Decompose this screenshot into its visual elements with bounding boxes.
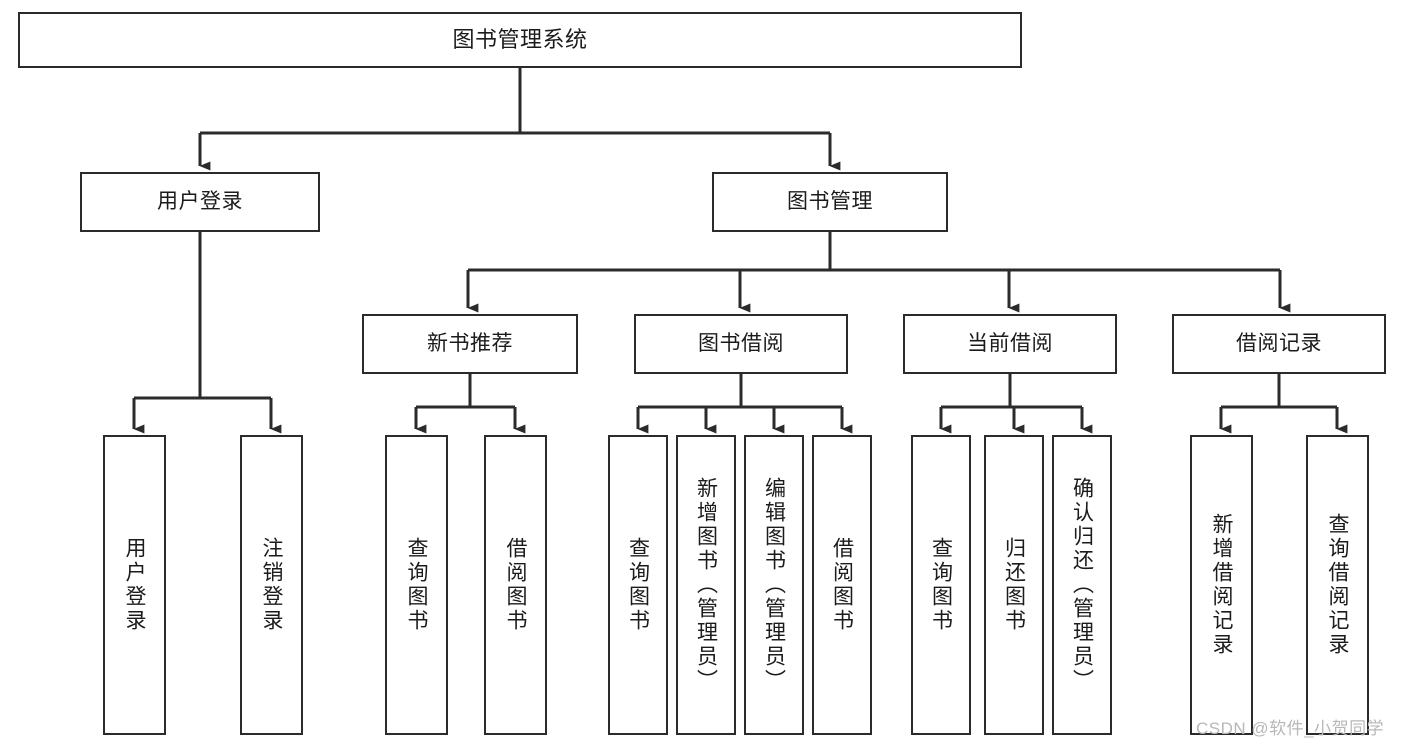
node-leaf-rec-query-book[interactable]: 查询图书 (385, 435, 448, 735)
node-leaf-rec-query-record[interactable]: 查询借阅记录 (1306, 435, 1369, 735)
node-leaf-borrow-query-book[interactable]: 查询图书 (608, 435, 668, 735)
node-leaf-user-login-label: 用户登录 (123, 537, 146, 633)
node-leaf-borrow-edit-book-label: 编辑图书（管理员） (762, 477, 786, 693)
edge-bookmanage-to-level2 (466, 232, 1291, 313)
node-new-book-rec[interactable]: 新书推荐 (362, 314, 578, 374)
node-book-manage-label: 图书管理 (787, 189, 873, 213)
edge-newbookrec-to-leaves (414, 374, 526, 434)
node-leaf-user-logout[interactable]: 注销登录 (240, 435, 303, 735)
node-leaf-rec-add-record-label: 新增借阅记录 (1210, 513, 1233, 657)
node-root[interactable]: 图书管理系统 (18, 12, 1022, 68)
edge-bookborrow-to-leaves (636, 374, 853, 434)
node-leaf-user-logout-label: 注销登录 (260, 537, 283, 633)
edge-borrowrecord-to-leaves (1219, 374, 1348, 434)
node-book-borrow[interactable]: 图书借阅 (634, 314, 848, 374)
node-book-borrow-label: 图书借阅 (698, 331, 784, 355)
node-leaf-cur-return-book[interactable]: 归还图书 (984, 435, 1044, 735)
node-current-borrow-label: 当前借阅 (967, 331, 1053, 355)
node-leaf-cur-confirm-return[interactable]: 确认归还（管理员） (1052, 435, 1112, 735)
node-user-login[interactable]: 用户登录 (80, 172, 320, 232)
node-leaf-rec-borrow-book[interactable]: 借阅图书 (484, 435, 547, 735)
node-leaf-borrow-query-book-label: 查询图书 (626, 537, 650, 633)
node-new-book-rec-label: 新书推荐 (427, 331, 513, 355)
node-borrow-record-label: 借阅记录 (1236, 331, 1322, 355)
node-book-manage[interactable]: 图书管理 (712, 172, 948, 232)
csdn-watermark: CSDN @软件_小贺同学 (1196, 719, 1385, 738)
node-borrow-record[interactable]: 借阅记录 (1172, 314, 1386, 374)
node-leaf-cur-return-book-label: 归还图书 (1002, 537, 1026, 633)
node-leaf-cur-confirm-return-label: 确认归还（管理员） (1070, 477, 1094, 693)
node-leaf-user-login[interactable]: 用户登录 (103, 435, 166, 735)
edge-root-to-level1 (198, 68, 841, 171)
node-leaf-borrow-edit-book[interactable]: 编辑图书（管理员） (744, 435, 804, 735)
node-leaf-cur-query-book-label: 查询图书 (929, 537, 953, 633)
node-leaf-rec-borrow-book-label: 借阅图书 (504, 537, 527, 633)
node-leaf-rec-query-book-label: 查询图书 (405, 537, 428, 633)
edge-currentborrow-to-leaves (939, 374, 1093, 434)
node-leaf-rec-query-record-label: 查询借阅记录 (1326, 513, 1349, 657)
node-current-borrow[interactable]: 当前借阅 (903, 314, 1117, 374)
node-leaf-cur-query-book[interactable]: 查询图书 (911, 435, 971, 735)
edge-userlogin-to-leaves (132, 232, 282, 434)
node-leaf-borrow-add-book[interactable]: 新增图书（管理员） (676, 435, 736, 735)
node-user-login-label: 用户登录 (157, 189, 243, 213)
node-leaf-borrow-add-book-label: 新增图书（管理员） (694, 477, 718, 693)
node-root-label: 图书管理系统 (452, 27, 588, 53)
node-leaf-rec-add-record[interactable]: 新增借阅记录 (1190, 435, 1253, 735)
node-leaf-borrow-borrow-book-label: 借阅图书 (830, 537, 854, 633)
node-leaf-borrow-borrow-book[interactable]: 借阅图书 (812, 435, 872, 735)
